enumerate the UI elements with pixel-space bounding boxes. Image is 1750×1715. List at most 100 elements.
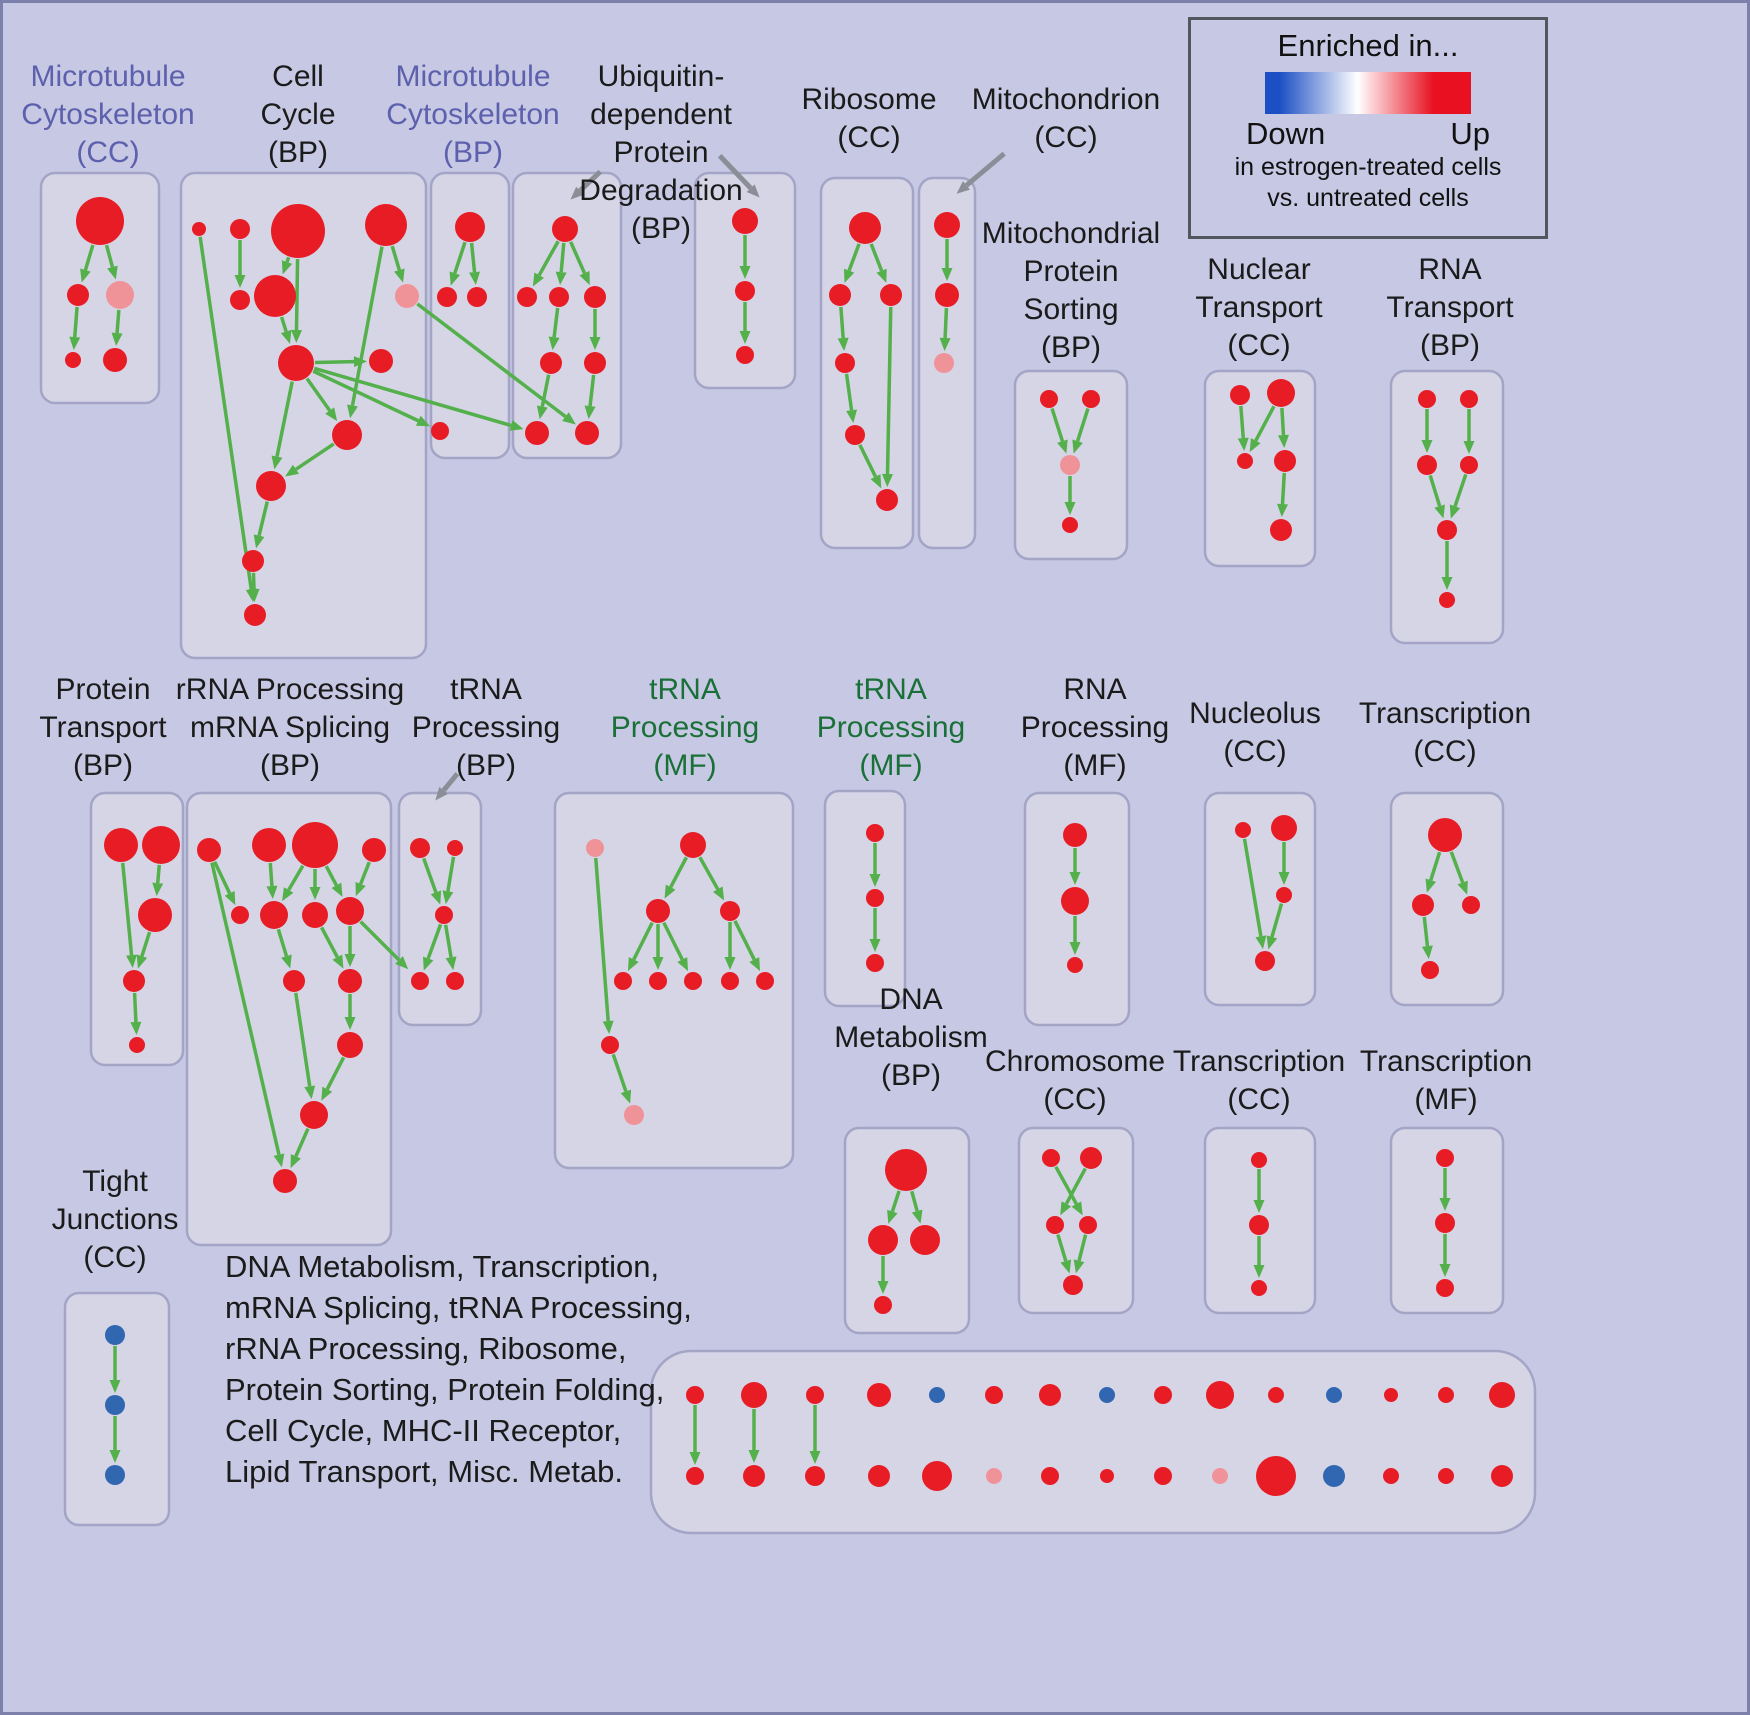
go-term-node (410, 838, 430, 858)
edge-arrow (698, 856, 720, 891)
go-term-node (1437, 520, 1457, 540)
edge-arrow (552, 307, 560, 338)
go-term-node (876, 489, 898, 511)
go-term-node (1435, 1213, 1455, 1233)
go-term-node (684, 972, 702, 990)
edge-arrow-head (536, 405, 548, 420)
annotation-line-1: DNA Metabolism, Transcription, (225, 1249, 660, 1284)
edge-arrow-head (332, 954, 344, 969)
go-term-node (230, 290, 250, 310)
go-term-node (103, 348, 127, 372)
edge-arrow-head (304, 1085, 316, 1100)
edge-arrow-head (652, 957, 664, 970)
go-term-node (332, 420, 362, 450)
edge-arrow-head (1449, 504, 1461, 519)
edge-arrow-head (1060, 1259, 1072, 1274)
go-term-node (1384, 1388, 1398, 1402)
edge-arrow-head (273, 1153, 285, 1168)
go-term-node (142, 826, 180, 864)
edge-arrow-head (1441, 577, 1453, 590)
legend-subtitle-line2: vs. untreated cells (1267, 184, 1469, 212)
network-diagram-canvas (39, 151, 1537, 1535)
edge-arrow-head (355, 881, 366, 897)
edge-arrow-head (846, 409, 858, 424)
edge-arrow (1254, 405, 1276, 442)
go-term-node (1154, 1386, 1172, 1404)
go-term-node (1041, 1467, 1059, 1485)
go-term-node (986, 1468, 1002, 1484)
go-term-node (105, 1395, 125, 1415)
edge-arrow (324, 865, 338, 887)
go-term-node (1438, 1387, 1454, 1403)
edge-arrow-head (877, 1281, 889, 1294)
go-term-node (106, 281, 134, 309)
edge-arrow-head (353, 356, 368, 368)
go-term-node (1421, 961, 1439, 979)
edge-arrow-head (579, 270, 590, 286)
edge-arrow (314, 359, 355, 365)
edge-arrow-head (724, 957, 736, 970)
go-term-node (1042, 1149, 1060, 1167)
cluster-box-dna-metabolism-bp (843, 1126, 971, 1335)
go-term-node (868, 1225, 898, 1255)
go-term-node (1063, 1275, 1083, 1295)
go-term-node (1439, 592, 1455, 608)
go-term-node (231, 906, 249, 924)
go-term-node (395, 284, 419, 308)
edge-arrow (104, 244, 115, 268)
edge-arrow-head (1249, 438, 1261, 453)
edge-arrow-head (291, 329, 302, 344)
go-term-node (242, 550, 264, 572)
annotation-line-5: Cell Cycle, MHC-II Receptor, (225, 1413, 622, 1448)
edge-arrow-head (939, 337, 951, 352)
go-term-node (868, 1465, 890, 1487)
edge-arrow-head (245, 588, 257, 603)
go-term-node (1212, 1468, 1228, 1484)
edge-arrow-head (548, 336, 560, 351)
go-term-node (1460, 456, 1478, 474)
edge-arrow (276, 928, 289, 957)
go-term-node (1062, 517, 1078, 533)
go-term-node (1323, 1465, 1345, 1487)
edge-arrow-head (876, 268, 887, 283)
edge-arrow-head (109, 1450, 121, 1463)
go-term-node (129, 1037, 145, 1053)
edge-arrow (885, 306, 893, 475)
go-term-node (138, 898, 172, 932)
go-term-node (292, 822, 338, 868)
go-term-node (1271, 815, 1297, 841)
go-term-node (1268, 1387, 1284, 1403)
edge-arrow-head (130, 1021, 142, 1036)
edge-arrow-head (1425, 878, 1437, 893)
edge-arrow-head (809, 1451, 821, 1464)
annotation-line-2: mRNA Splicing, tRNA Processing, (225, 1290, 692, 1325)
edge-arrow (594, 857, 610, 1022)
edge-arrow (1239, 405, 1246, 439)
edge-arrow (632, 921, 654, 961)
edge-arrow (213, 860, 232, 895)
edge-arrow-head (620, 1089, 632, 1104)
edge-arrow-head (285, 464, 299, 477)
go-term-node (806, 1386, 824, 1404)
edge-arrow (669, 856, 688, 888)
edge-arrow-head (1266, 935, 1278, 950)
cluster-box-rna-transport-bp (1389, 369, 1505, 645)
go-term-node (934, 212, 960, 238)
edge-arrow-head (331, 882, 343, 897)
edge-arrow (305, 377, 332, 412)
go-term-node (1039, 1384, 1061, 1406)
go-term-node (1237, 453, 1253, 469)
edge-arrow (1270, 903, 1284, 938)
go-term-node (805, 1466, 825, 1486)
go-term-node (624, 1105, 644, 1125)
edge-arrow-head (627, 957, 639, 972)
edge-arrow (858, 444, 878, 478)
go-term-node (1099, 1387, 1115, 1403)
go-term-node (365, 204, 407, 246)
edge-arrow-head (584, 405, 596, 420)
go-term-node (435, 906, 453, 924)
edge-arrow-head (1253, 1200, 1265, 1213)
edge-arrow-head (712, 886, 725, 901)
label-pointer-arrow (964, 151, 1006, 188)
